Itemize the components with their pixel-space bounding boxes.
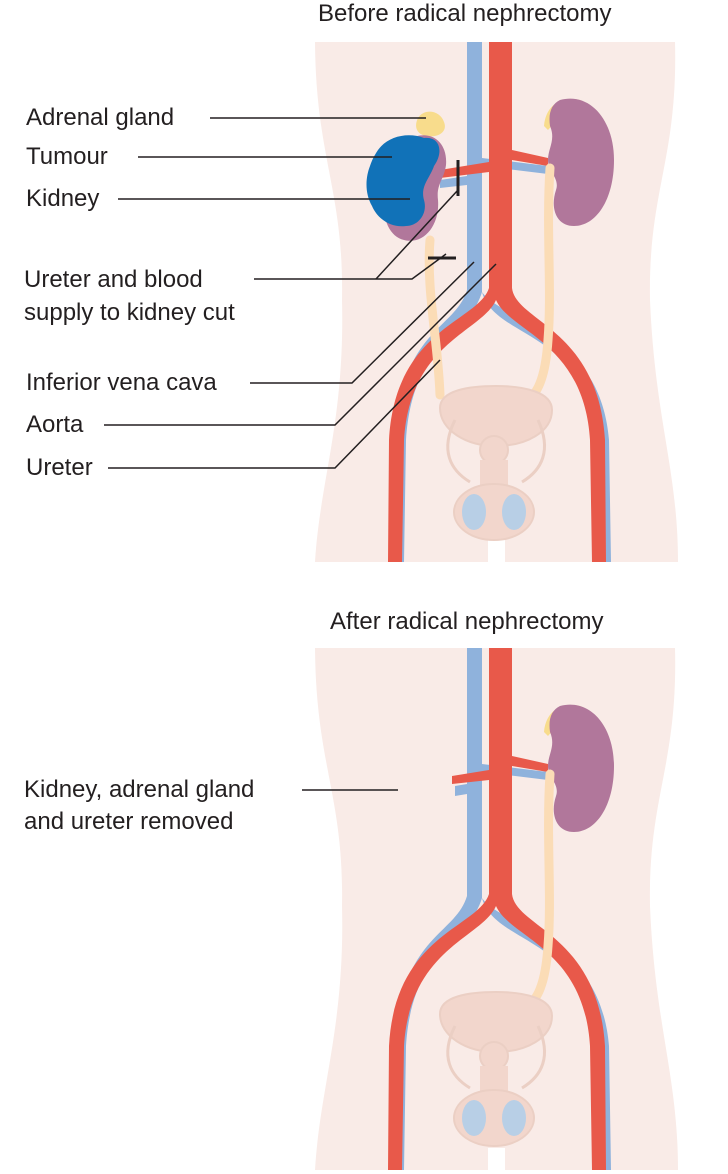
renal-vein-stump bbox=[455, 784, 467, 796]
vas-deferens-right bbox=[521, 1025, 547, 1090]
leader-cut-2 bbox=[375, 189, 459, 280]
before-title: Before radical nephrectomy bbox=[318, 0, 612, 27]
after-anatomy-illustration bbox=[302, 648, 678, 1170]
testis-right bbox=[502, 1100, 526, 1136]
leader-ureter bbox=[108, 359, 441, 469]
renal-artery-right bbox=[512, 756, 548, 772]
vas-deferens-left bbox=[446, 1025, 471, 1090]
tumour bbox=[366, 135, 440, 227]
label-ureter: Ureter bbox=[26, 454, 93, 481]
after-title: After radical nephrectomy bbox=[330, 608, 604, 635]
leader-aorta bbox=[104, 263, 497, 426]
bladder bbox=[438, 990, 554, 1054]
leader-ivc bbox=[250, 261, 475, 384]
ureter-right bbox=[525, 163, 555, 403]
leader-cut bbox=[254, 253, 447, 280]
label-cut-line1: Ureter and blood bbox=[24, 266, 203, 293]
label-tumour: Tumour bbox=[26, 143, 108, 170]
ureter-right bbox=[525, 769, 555, 1009]
prostate bbox=[479, 435, 509, 465]
vas-deferens-left bbox=[446, 419, 471, 484]
label-kidney: Kidney bbox=[26, 185, 100, 212]
label-removed-line1: Kidney, adrenal gland bbox=[24, 776, 255, 803]
bladder bbox=[438, 384, 554, 448]
testis-right bbox=[502, 494, 526, 530]
before-panel: Before radical nephrectomy Adrenal gland… bbox=[24, 0, 678, 562]
before-anatomy-illustration bbox=[104, 42, 678, 562]
label-adrenal-gland: Adrenal gland bbox=[26, 104, 175, 131]
aorta bbox=[388, 648, 606, 1170]
after-panel: After radical nephrectomy Kidney, adrena… bbox=[0, 600, 728, 1174]
renal-artery-left bbox=[440, 162, 489, 178]
testis-left bbox=[462, 494, 486, 530]
testis-left bbox=[462, 1100, 486, 1136]
aorta bbox=[388, 42, 606, 562]
vas-deferens-right bbox=[521, 419, 547, 484]
renal-artery-right bbox=[512, 150, 548, 166]
label-inferior-vena-cava: Inferior vena cava bbox=[26, 369, 217, 396]
label-cut-line2: supply to kidney cut bbox=[24, 299, 235, 326]
leader-lines bbox=[104, 117, 497, 469]
renal-artery-stump bbox=[452, 770, 489, 784]
label-aorta: Aorta bbox=[26, 411, 84, 438]
kidney-right bbox=[548, 704, 614, 832]
renal-vein-left bbox=[440, 176, 467, 188]
label-removed-line2: and ureter removed bbox=[24, 808, 234, 835]
kidney-right bbox=[548, 98, 614, 226]
prostate bbox=[479, 1041, 509, 1071]
